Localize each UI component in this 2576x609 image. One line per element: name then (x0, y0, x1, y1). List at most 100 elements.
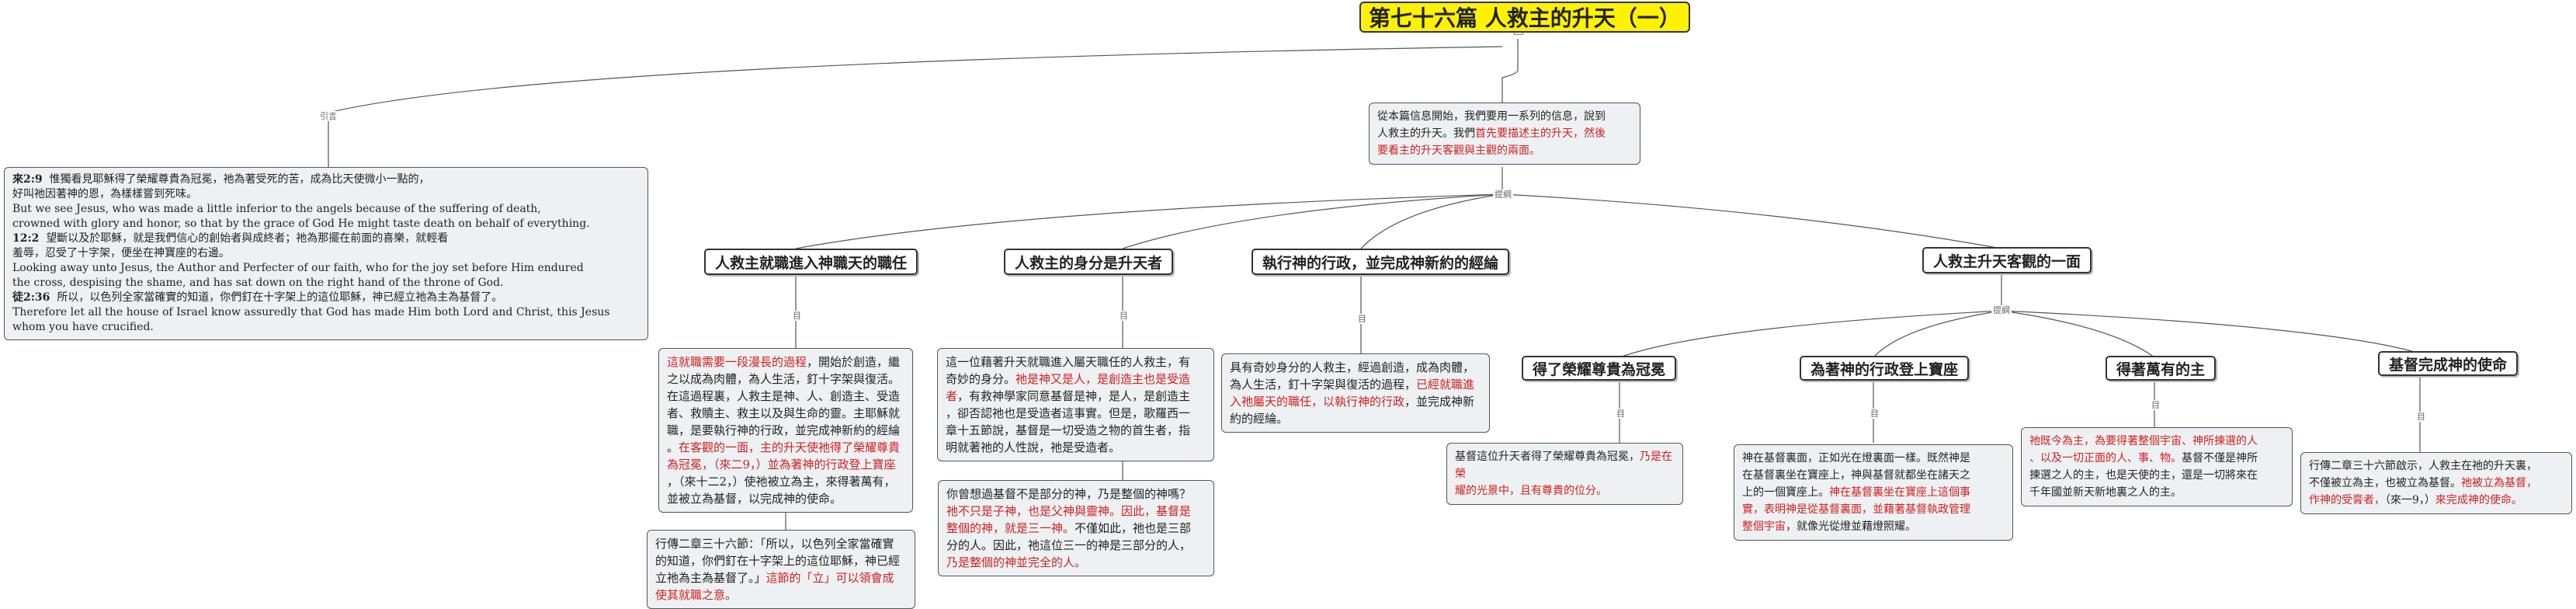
intro-line: 羞辱，忍受了十字架，便坐在神寶座的右邊。 (12, 247, 230, 259)
summary-highlight: 首先要描述主的升天，然後 (1475, 127, 1606, 140)
note-highlight: 、以及一切正面的人、事、物。 (2029, 452, 2182, 465)
subtopic-throne[interactable]: 為著神的行政登上寶座 (1800, 356, 1970, 381)
note-text: 神在基督裏面，正如光在燈裏面一樣。既然神是 (1742, 452, 1970, 465)
note-text: 立祂為主為基督了。」 (655, 571, 766, 585)
sub-label-4: 目 (1615, 409, 1626, 419)
summary-line: 從本篇信息開始，我們要用一系列的信息，說到 (1377, 110, 1606, 123)
note-text: 揀選之人的主，也是天使的主，還是一切將來在 (2029, 469, 2258, 482)
note-acts-236[interactable]: 行傳二章三十六節：「所以，以色列全家當確實 的知道，你們釘在十字架上的這位耶穌，… (647, 530, 915, 609)
note-text: ，就像光從燈並藉燈照耀。 (1786, 520, 1916, 533)
intro-line: crowned with glory and honor, so that by… (12, 218, 590, 230)
note-text: 不僅如此，祂也是三部 (1074, 521, 1192, 535)
subtopic-lord-of-all[interactable]: 得著萬有的主 (2106, 356, 2217, 381)
note-text: 者、救贖主、救主以及與生命的靈。主耶穌就 (667, 406, 901, 420)
note-text: 職，是要執行神的行政，並完成神新約的經綸 (667, 423, 901, 437)
topic-inauguration[interactable]: 人救主就職進入神職天的職任 (704, 249, 918, 275)
note-inauguration[interactable]: 這就職需要一段漫長的過程，開始於創造，繼 之以成為肉體，為人生活，釘十字架與復活… (658, 348, 913, 513)
note-highlight: 來完成神的使命。 (2435, 494, 2522, 506)
sub-outline-label: 提綱 (1991, 305, 2012, 315)
note-text: 約的經綸。 (1230, 412, 1289, 426)
note-highlight: 祂被立為基督， (2461, 477, 2537, 489)
note-text: 並被立為基督，以完成神的使命。 (667, 492, 842, 506)
note-highlight: 實，表明神是從基督裏面，並藉著基督執政管理 (1742, 503, 1970, 516)
note-highlight: 者 (946, 389, 958, 403)
note-highlight: 祂不只是子神，也是父神與靈神。因此，基督是 (946, 504, 1192, 518)
note-text: ，並完成神新 (1404, 395, 1475, 409)
note-highlight: 入祂屬天的職任，以執行神的行政 (1230, 395, 1405, 409)
note-text: 你曾想過基督不是部分的神，乃是整個的神嗎？ (946, 487, 1192, 501)
note-text: ，卻否認祂也是受造者這事實。但是，歌羅西一 (946, 406, 1191, 420)
note-text: 行傳二章三十六節啟示，人救主在祂的升天裏， (2309, 460, 2537, 472)
intro-line: 惟獨看見耶穌得了榮耀尊貴為冠冕，祂為著受死的苦，成為比天使微小一點的， (49, 173, 430, 186)
sub-label-3: 目 (1356, 314, 1368, 324)
intro-line: Looking away unto Jesus, the Author and … (12, 262, 584, 274)
note-crowned[interactable]: 基督這位升天者得了榮耀尊貴為冠冕，乃是在榮 耀的光景中，且有尊貴的位分。 (1446, 443, 1683, 505)
note-highlight: 在客觀的一面，主的升天使祂得了榮耀尊貴 (679, 440, 901, 454)
note-text: 在基督裏坐在寶座上，神與基督就都坐在諸天之 (1742, 469, 1970, 482)
summary-highlight: 要看主的升天客觀與主觀的兩面。 (1377, 144, 1540, 157)
topic-administration[interactable]: 執行神的行政，並完成神新約的經綸 (1252, 249, 1510, 275)
note-text: 之以成為肉體，為人生活，釘十字架與復活。 (667, 372, 901, 386)
note-whole-god[interactable]: 你曾想過基督不是部分的神，乃是整個的神嗎？ 祂不只是子神，也是父神與靈神。因此，… (938, 480, 1214, 576)
summary-note[interactable]: 從本篇信息開始，我們要用一系列的信息，說到 人救主的升天。我們首先要描述主的升天… (1369, 103, 1640, 165)
note-text: 基督不僅是神所 (2182, 452, 2258, 465)
note-text: 行傳二章三十六節：「所以，以色列全家當確實 (655, 537, 894, 551)
sub-label-5: 目 (1869, 409, 1880, 419)
note-administration[interactable]: 具有奇妙身分的人救主，經過創造，成為肉體， 為人生活，釘十字架與復活的過程，已經… (1221, 353, 1490, 433)
intro-line: the cross, despising the shame, and has … (12, 277, 504, 289)
intro-line: But we see Jesus, who was made a little … (12, 203, 541, 215)
note-text: 在這過程裏，人救主是神、人、創造主、受造 (667, 389, 901, 403)
sub-label-2: 目 (1118, 311, 1130, 321)
note-highlight: 祂既今為主，為要得著整個宇宙、神所揀選的人 (2029, 435, 2258, 447)
note-text: 具有奇妙身分的人救主，經過創造，成為肉體， (1230, 360, 1475, 374)
note-text: 分的人。因此，祂這位三一的神是三部分的人， (946, 538, 1192, 552)
subtopic-crowned[interactable]: 得了榮耀尊貴為冠冕 (1522, 356, 1677, 381)
note-text: 奇妙的身分。 (946, 372, 1016, 386)
note-highlight: 這節的「立」可以領會成 (766, 571, 894, 585)
root-title[interactable]: 第七十六篇 人救主的升天（一） (1359, 2, 1690, 33)
note-highlight: 已經就職進 (1416, 378, 1475, 392)
ref-heb-12-2: 12:2 (12, 232, 40, 245)
sub-label-7: 目 (2415, 412, 2427, 422)
sub-label-1: 目 (791, 311, 803, 321)
note-highlight: 乃是在榮 (1455, 451, 1672, 480)
topic-objective-side[interactable]: 人救主升天客觀的一面 (1922, 247, 2092, 273)
note-text: 章十五節說，基督是一切受造之物的首生者，指 (946, 423, 1191, 437)
note-highlight: 這就職需要一段漫長的過程 (667, 355, 807, 369)
note-highlight: 神在基督裏坐在寶座上這個事 (1829, 486, 1970, 499)
note-highlight: 使其就職之意。 (655, 588, 738, 602)
note-highlight: 整個的神，就是三一神。 (946, 521, 1075, 535)
note-highlight: 乃是整個的神並完全的人。 (946, 555, 1087, 569)
note-text: 明就著祂的人性說，祂是受造者。 (946, 440, 1121, 454)
ref-heb-2-9: 來2:9 (12, 173, 43, 186)
note-text: 上的一個寶座上。 (1742, 486, 1829, 499)
note-text: ，開始於創造，繼 (807, 355, 901, 369)
intro-line: 所以，以色列全家當確實的知道，你們釘在十字架上的這位耶穌，神已經立祂為主為基督了… (57, 291, 503, 304)
note-highlight: 耀的光景中，且有尊貴的位分。 (1455, 485, 1607, 497)
note-identity[interactable]: 這一位藉著升天就職進入屬天職任的人救主，有 奇妙的身分。祂是神又是人，是創造主也… (937, 348, 1214, 461)
note-highlight: 整個宇宙 (1742, 520, 1786, 533)
note-text: ，有救神學家同意基督是神，是人，是創造主 (957, 389, 1191, 403)
note-text: 為人生活，釘十字架與復活的過程， (1230, 378, 1417, 392)
intro-line: Therefore let all the house of Israel kn… (12, 306, 610, 333)
note-highlight: 祂是神又是人，是創造主也是受造 (1015, 372, 1191, 386)
topic-identity[interactable]: 人救主的身分是升天者 (1004, 249, 1174, 275)
note-christ-commission[interactable]: 行傳二章三十六節啟示，人救主在祂的升天裏， 不僅被立為主，也被立為基督。祂被立為… (2300, 452, 2572, 514)
note-text: 千年國並新天新地裏之人的主。 (2029, 486, 2182, 499)
note-highlight: 為冠冕，（來二9，）並為著神的行政登上寶座 (667, 458, 896, 472)
ref-acts-2-36: 徒2:36 (12, 291, 50, 304)
sub-label-6: 目 (2150, 400, 2161, 410)
intro-label: 引言 (318, 111, 338, 121)
note-throne[interactable]: 神在基督裏面，正如光在燈裏面一樣。既然神是 在基督裏坐在寶座上，神與基督就都坐在… (1734, 444, 2013, 541)
intro-line: 好叫祂因著神的恩，為樣樣嘗到死味。 (12, 188, 197, 200)
subtopic-christ-commission[interactable]: 基督完成神的使命 (2378, 351, 2519, 376)
note-lord-of-all[interactable]: 祂既今為主，為要得著整個宇宙、神所揀選的人 、以及一切正面的人、事、物。基督不僅… (2021, 427, 2293, 506)
note-text: 的知道，你們釘在十字架上的這位耶穌，神已經 (655, 554, 901, 568)
note-text: 基督這位升天者得了榮耀尊貴為冠冕， (1455, 451, 1640, 463)
note-text: （來一9，） (2385, 494, 2435, 506)
note-text: 這一位藉著升天就職進入屬天職任的人救主，有 (946, 355, 1191, 369)
summary-line: 人救主的升天。我們 (1377, 127, 1475, 140)
intro-line: 望斷以及於耶穌，就是我們信心的創始者與成終者；祂為那擺在前面的喜樂，就輕看 (46, 232, 449, 245)
note-highlight: 作神的受膏者， (2309, 494, 2385, 506)
intro-scripture-note[interactable]: 來2:9 惟獨看見耶穌得了榮耀尊貴為冠冕，祂為著受死的苦，成為比天使微小一點的，… (4, 167, 648, 340)
